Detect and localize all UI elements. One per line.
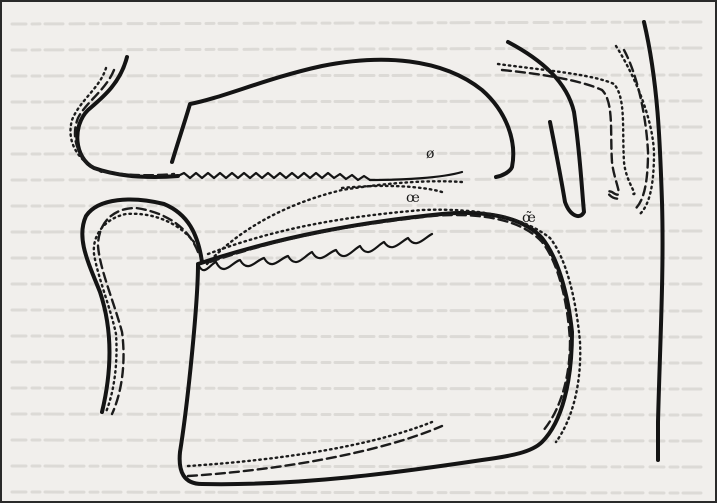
label-oe-nasal: œ̃ <box>522 210 536 226</box>
label-o-slash: ø <box>426 146 434 162</box>
alveolar-zigzag <box>178 173 370 180</box>
tongue-base-dotted <box>188 422 432 466</box>
upper-lip-dotted <box>70 68 106 172</box>
velum-edge <box>370 172 462 180</box>
velum-solid <box>508 42 584 216</box>
posterior-pharyngeal-wall <box>644 22 663 460</box>
posterior-wall-dotted <box>616 46 654 214</box>
posterior-wall-dashed <box>624 50 648 210</box>
upper-lip-solid <box>77 57 178 177</box>
upper-lip-dashed <box>75 70 174 175</box>
label-oe: œ <box>406 190 420 206</box>
palate-solid <box>172 60 513 177</box>
